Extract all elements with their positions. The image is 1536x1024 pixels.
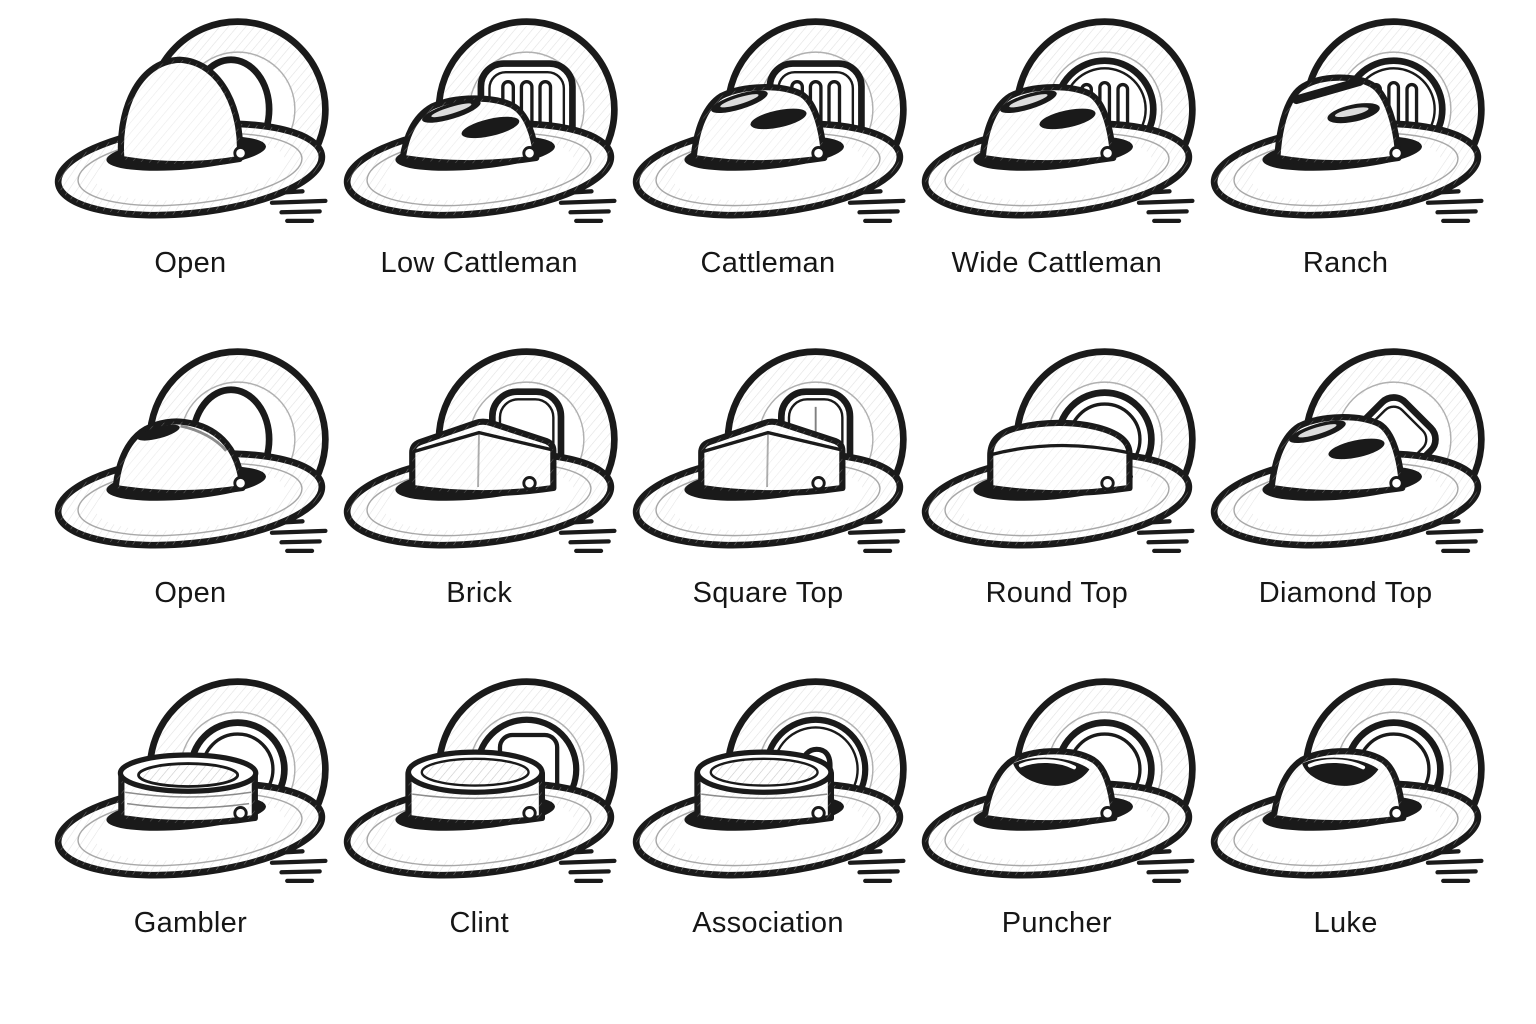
hat-style-label: Round Top — [985, 577, 1129, 610]
box-round-hat-illustration — [914, 344, 1200, 565]
hat-style-label: Clint — [449, 907, 509, 940]
hat-style-gambler: Gambler — [46, 674, 335, 1004]
hat-style-clint: Clint — [335, 674, 624, 1004]
pinch-hat-drawing — [1210, 678, 1485, 884]
hat-style-label: Puncher — [1001, 907, 1112, 940]
crease-tall-hat-drawing — [1210, 18, 1485, 224]
hat-style-low-cattleman: Low Cattleman — [335, 14, 624, 344]
cylinder-open-hat-drawing — [632, 678, 907, 884]
dome-pinch-hat-illustration — [47, 344, 333, 565]
hatband-button — [811, 476, 826, 491]
crease-tall-hat-illustration — [1203, 14, 1489, 235]
hat-style-label: Wide Cattleman — [951, 247, 1163, 280]
hat-style-puncher: Puncher — [912, 674, 1201, 1004]
hatband-button — [1388, 476, 1404, 491]
hat-crown — [1273, 74, 1402, 167]
crease-hat-illustration — [914, 14, 1200, 235]
dome-hat-illustration — [47, 14, 333, 235]
hat-style-square-top: Square Top — [624, 344, 913, 674]
hat-crown — [1270, 748, 1406, 827]
hat-crown — [405, 749, 546, 827]
hat-style-label: Association — [692, 907, 844, 940]
box-hat-drawing — [632, 348, 907, 554]
hat-style-brick: Brick — [335, 344, 624, 674]
hatband-button — [233, 146, 249, 161]
box-round-hat-drawing — [921, 348, 1196, 554]
cylinder-open-hat-drawing — [343, 678, 618, 884]
hat-crown — [399, 95, 540, 167]
dome-hat-drawing — [55, 18, 330, 224]
crease-hat-illustration — [1203, 344, 1489, 565]
hatband-button — [522, 146, 537, 161]
hat-style-label: Ranch — [1302, 247, 1389, 280]
box-hat-illustration — [625, 344, 911, 565]
hat-style-association: Association — [624, 674, 913, 1004]
hat-style-diamond-top: Diamond Top — [1201, 344, 1490, 674]
hat-crown — [698, 418, 846, 497]
hat-style-luke: Luke — [1201, 674, 1490, 1004]
box-hat-drawing — [343, 348, 618, 554]
crease-hat-drawing — [1210, 348, 1485, 554]
hat-style-cattleman: Cattleman — [624, 14, 913, 344]
hatband-button — [811, 146, 826, 161]
hat-crown — [979, 84, 1117, 167]
pinch-hat-illustration — [914, 674, 1200, 895]
pinch-hat-illustration — [1203, 674, 1489, 895]
hat-style-open: Open — [46, 344, 335, 674]
cylinder-open-hat-illustration — [336, 674, 622, 895]
hat-crown — [694, 749, 835, 827]
telescope-hat-illustration — [47, 674, 333, 895]
hat-style-label: Gambler — [133, 907, 248, 940]
hat-style-label: Diamond Top — [1258, 577, 1433, 610]
crease-low-hat-illustration — [336, 14, 622, 235]
hat-crown — [118, 752, 259, 827]
hat-style-label: Cattleman — [700, 247, 836, 280]
hat-style-wide-cattleman: Wide Cattleman — [912, 14, 1201, 344]
crease-hat-illustration — [625, 14, 911, 235]
hat-crown — [690, 84, 828, 167]
hat-style-ranch: Ranch — [1201, 14, 1490, 344]
hat-crown — [986, 419, 1133, 497]
hat-style-label: Brick — [446, 577, 513, 610]
hatband-button — [1388, 146, 1404, 161]
hatband-button — [1100, 806, 1115, 821]
crease-hat-drawing — [632, 18, 907, 224]
crease-low-hat-drawing — [343, 18, 618, 224]
hatband-button — [811, 806, 826, 821]
hatband-button — [233, 806, 249, 821]
hat-style-label: Low Cattleman — [380, 247, 578, 280]
hat-crown — [409, 418, 557, 497]
telescope-hat-drawing — [55, 678, 330, 884]
pinch-hat-drawing — [921, 678, 1196, 884]
hatband-button — [1100, 476, 1115, 491]
hat-style-label: Square Top — [692, 577, 844, 610]
cylinder-open-hat-illustration — [625, 674, 911, 895]
hat-style-open: Open — [46, 14, 335, 344]
hat-style-label: Luke — [1313, 907, 1378, 940]
hatband-button — [522, 806, 537, 821]
hat-crown — [981, 748, 1118, 827]
hat-crown — [1268, 414, 1405, 497]
hatband-button — [522, 476, 537, 491]
crease-hat-drawing — [921, 18, 1196, 224]
hat-crown — [118, 56, 244, 168]
box-hat-illustration — [336, 344, 622, 565]
hatband-button — [233, 476, 249, 491]
dome-pinch-hat-drawing — [55, 348, 330, 554]
hat-style-round-top: Round Top — [912, 344, 1201, 674]
hatband-button — [1100, 146, 1115, 161]
hat-crown — [112, 418, 246, 497]
hat-style-label: Open — [154, 577, 227, 610]
hat-style-label: Open — [154, 247, 227, 280]
hatband-button — [1388, 806, 1404, 821]
